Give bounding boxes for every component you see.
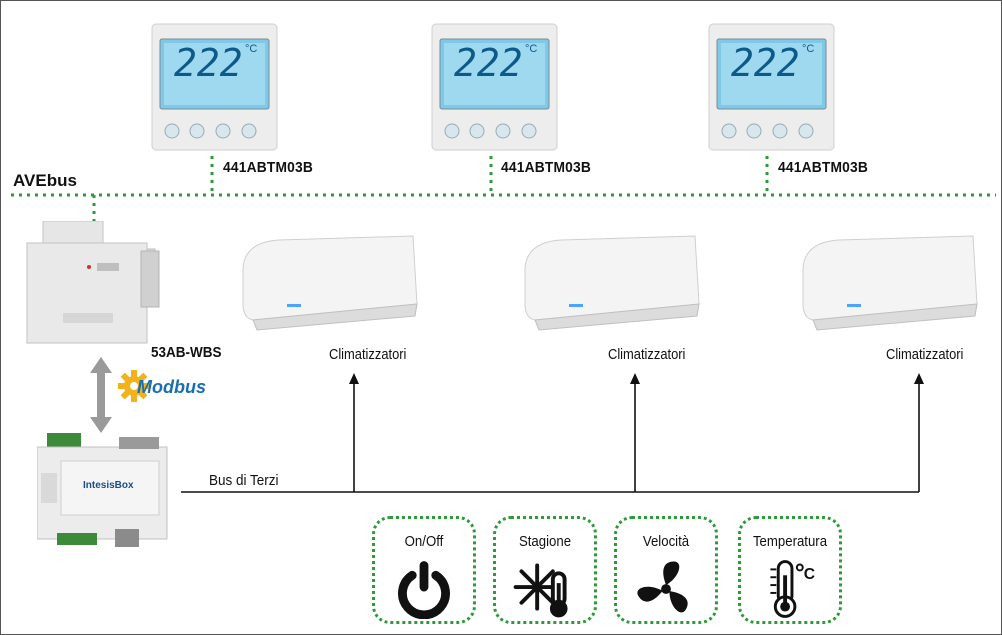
function-season: Stagione [493, 516, 597, 624]
thermostat-device-2 [431, 23, 558, 151]
season-icon [513, 563, 568, 618]
modbus-double-arrow [90, 357, 112, 433]
gateway-model-label: 53AB-WBS [151, 344, 222, 361]
function-temperature: Temperatura C [738, 516, 842, 624]
fan-icon [637, 561, 688, 613]
thermostat-model-label-3: 441ABTM03B [778, 159, 869, 176]
ac-label-3: Climatizzatori [886, 346, 964, 363]
arrowhead-2 [630, 373, 640, 384]
function-on-off: On/Off [372, 516, 476, 624]
gear-icon [118, 370, 150, 402]
function-label-on-off: On/Off [404, 533, 444, 550]
thermostat-model-label-2: 441ABTM03B [501, 159, 592, 176]
gateway-device [26, 221, 160, 344]
arrowhead-3 [914, 373, 924, 384]
function-label-season: Stagione [518, 533, 572, 550]
thermostat-device-3 [708, 23, 835, 151]
thermostat-unit-1: °C [245, 43, 258, 55]
intesisbox-brand: IntesisBox [83, 480, 134, 491]
thermostat-display-3: 222 [731, 41, 800, 85]
air-conditioner-3 [802, 235, 978, 331]
thermostat-device-1 [151, 23, 278, 151]
svg-text:C: C [804, 566, 815, 583]
function-label-speed: Velocità [642, 533, 690, 550]
thermostat-model-label-1: 441ABTM03B [223, 159, 314, 176]
avebus-label: AVEbus [13, 171, 77, 190]
thermometer-icon: C [770, 560, 815, 618]
air-conditioner-1 [242, 235, 418, 331]
function-speed: Velocità [614, 516, 718, 624]
thermostat-display-2: 222 [454, 41, 523, 85]
arrowhead-1 [349, 373, 359, 384]
power-icon [398, 561, 450, 619]
air-conditioner-2 [524, 235, 700, 331]
intesisbox-device [37, 433, 168, 547]
ac-label-2: Climatizzatori [608, 346, 686, 363]
thermostat-unit-3: °C [802, 43, 815, 55]
ac-label-1: Climatizzatori [329, 346, 407, 363]
thermostat-display-1: 222 [174, 41, 243, 85]
function-label-temperature: Temperatura [752, 533, 828, 550]
third-party-bus-label: Bus di Terzi [209, 472, 279, 489]
thermostat-unit-2: °C [525, 43, 538, 55]
modbus-label: Modbus [137, 377, 206, 397]
